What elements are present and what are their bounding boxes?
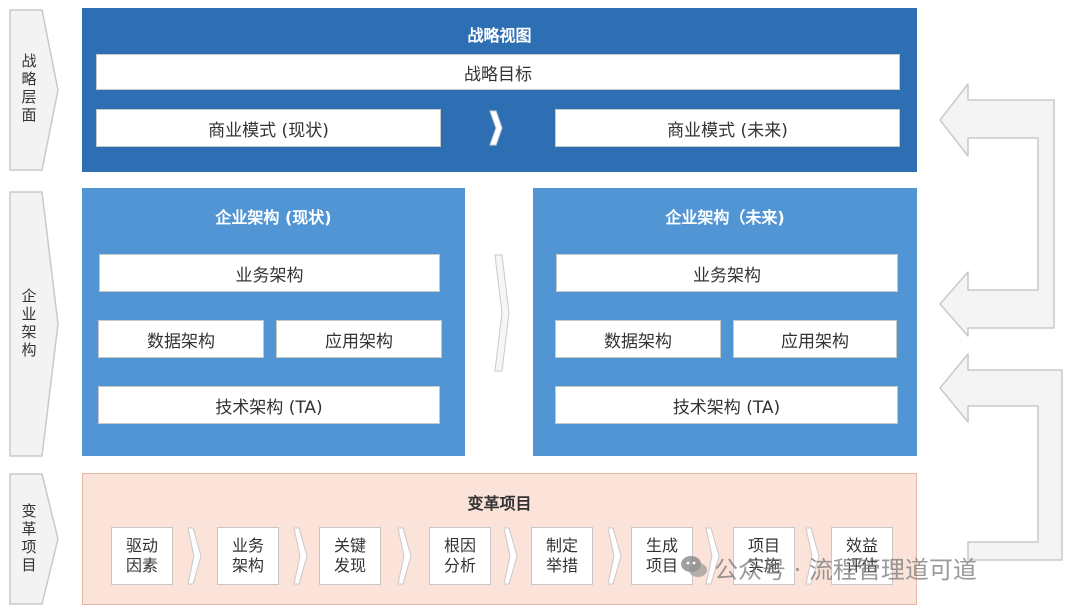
chevron-right-icon [293, 527, 308, 585]
ea-future-title: 企业架构（未来) [665, 208, 785, 227]
business-model-current-box: 商业模式 (现状) [96, 109, 441, 147]
chevron-tab-shape [9, 191, 59, 457]
ea-current-title: 企业架构 (现状) [215, 208, 332, 227]
layer-label-ea: 企 业 架 构 [21, 287, 37, 359]
ea-future-panel: 企业架构（未来) 业务架构 数据架构 应用架构 技术架构 (TA) [533, 188, 917, 456]
chevron-tab-shape [9, 473, 59, 605]
change-panel-title: 变革项目 [467, 494, 532, 513]
watermark-text: 公众号 · 流程管理道可道 [714, 555, 977, 584]
technology-architecture-box: 技术架构 (TA) [555, 386, 898, 424]
layer-tab-strategy: 战 略 层 面 [8, 8, 62, 172]
feedback-arrow-upper [939, 83, 1055, 337]
data-architecture-box: 数据架构 [555, 320, 721, 358]
step-key-findings: 关键 发现 [319, 527, 381, 585]
feedback-arrow-lower [939, 353, 1063, 561]
step-drivers: 驱动 因素 [111, 527, 173, 585]
change-panel: 变革项目 驱动 因素 业务 架构 关键 发现 根因 分析 制定 举措 生成 项目… [82, 473, 917, 605]
chevron-tab-shape [9, 9, 59, 171]
watermark: 公众号 · 流程管理道可道 [680, 550, 977, 584]
chevron-right-icon [187, 527, 202, 585]
chevron-right-icon [489, 110, 503, 146]
layer-label-change: 变 革 项 目 [21, 502, 37, 574]
technology-architecture-box: 技术架构 (TA) [98, 386, 440, 424]
wechat-icon [680, 554, 708, 580]
business-model-future-box: 商业模式 (未来) [555, 109, 900, 147]
layer-tab-change: 变 革 项 目 [8, 472, 62, 606]
chevron-right-icon [397, 527, 412, 585]
strategy-panel-title: 战略视图 [467, 26, 532, 45]
chevron-right-icon [805, 527, 820, 585]
business-architecture-box: 业务架构 [556, 254, 898, 292]
layer-tab-ea: 企 业 架 构 [8, 190, 62, 458]
step-benefit-evaluation: 效益 评估 [831, 527, 893, 585]
chevron-right-icon [503, 527, 518, 585]
application-architecture-box: 应用架构 [276, 320, 442, 358]
chevron-right-icon [705, 527, 720, 585]
ea-current-panel: 企业架构 (现状) 业务架构 数据架构 应用架构 技术架构 (TA) [82, 188, 465, 456]
step-define-initiatives: 制定 举措 [531, 527, 593, 585]
data-architecture-box: 数据架构 [98, 320, 264, 358]
application-architecture-box: 应用架构 [733, 320, 897, 358]
strategy-panel: 战略视图 战略目标 商业模式 (现状) 商业模式 (未来) [82, 8, 917, 172]
chevron-right-icon [607, 527, 622, 585]
strategy-goal-box: 战略目标 [96, 54, 900, 90]
business-architecture-box: 业务架构 [99, 254, 440, 292]
step-generate-projects: 生成 项目 [631, 527, 693, 585]
chevron-right-icon [494, 254, 510, 372]
step-business-architecture: 业务 架构 [217, 527, 279, 585]
layer-label-strategy: 战 略 层 面 [21, 52, 37, 124]
step-project-implementation: 项目 实施 [733, 527, 795, 585]
step-root-cause: 根因 分析 [429, 527, 491, 585]
